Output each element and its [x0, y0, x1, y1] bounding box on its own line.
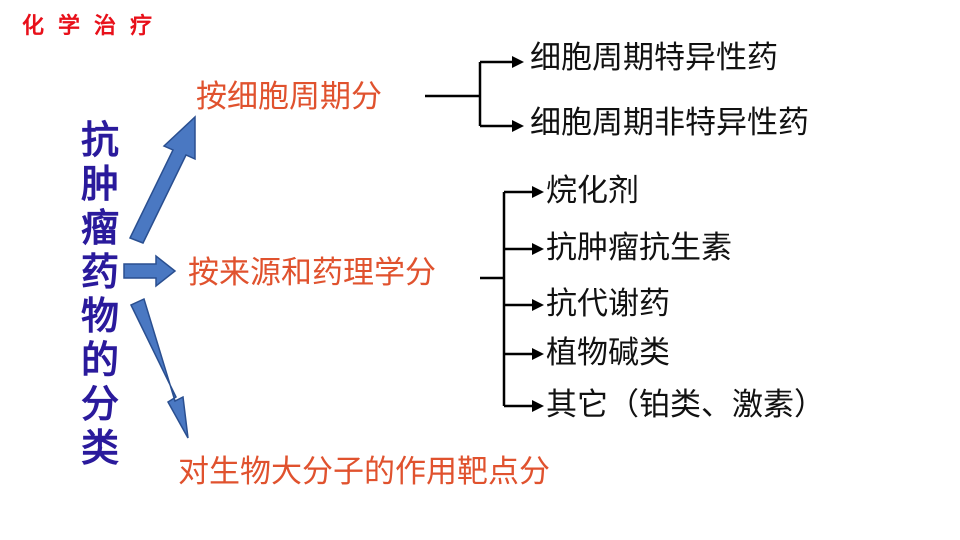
arrow-to-molecular-target [129, 297, 189, 439]
leaf-cell-cycle-specific: 细胞周期特异性药 [530, 40, 778, 76]
leaf-others: 其它（铂类、激素） [546, 387, 825, 423]
category-molecular-target: 对生物大分子的作用靶点分 [178, 454, 550, 490]
category-cell-cycle: 按细胞周期分 [196, 79, 382, 115]
slide-title: 化学治疗 [22, 14, 167, 39]
arrowhead-leaf-4 [532, 243, 544, 255]
arrowhead-leaf-1 [512, 56, 524, 68]
arrowhead-leaf-6 [532, 348, 544, 360]
arrowhead-leaf-3 [532, 186, 544, 198]
bracket-cell-cycle [425, 60, 512, 128]
leaf-antitumor-antibiotics: 抗肿瘤抗生素 [546, 230, 732, 266]
bracket-source-pharmacology [480, 190, 534, 408]
arrow-to-cell-cycle [128, 115, 196, 244]
leaf-plant-alkaloids: 植物碱类 [546, 335, 670, 371]
arrowhead-leaf-2 [512, 120, 524, 132]
arrowhead-leaf-5 [532, 299, 544, 311]
leaf-cell-cycle-nonspecific: 细胞周期非特异性药 [530, 105, 809, 141]
category-source-pharmacology: 按来源和药理学分 [188, 255, 436, 291]
leaf-antimetabolites: 抗代谢药 [546, 286, 670, 322]
leaf-alkylating-agents: 烷化剂 [546, 173, 639, 209]
arrow-to-source-pharmacology [123, 254, 177, 288]
arrowhead-leaf-7 [532, 400, 544, 412]
root-node: 抗肿瘤药物的分类 [80, 118, 119, 470]
